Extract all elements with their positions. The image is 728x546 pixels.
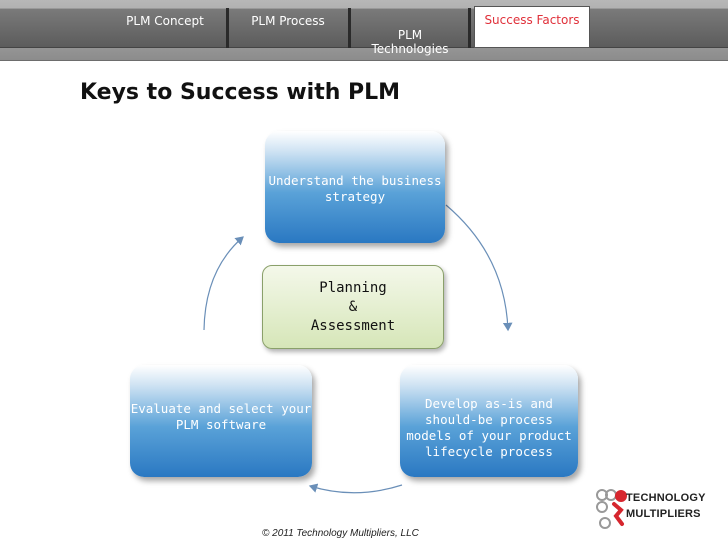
step-label: Understand the business strategy	[268, 173, 442, 204]
logo-line-1: TECHNOLOGY	[626, 492, 706, 504]
tab-label: PLM Technologies	[371, 28, 449, 56]
logo-line-2: MULTIPLIERS	[626, 508, 701, 520]
top-nav-bar: PLM Concept PLM Process PLM Technologies…	[0, 0, 728, 61]
tab-label: PLM Process	[251, 14, 325, 28]
step-evaluate-software: Evaluate and select your PLM software	[130, 365, 312, 477]
tab-success-factors[interactable]: Success Factors	[474, 6, 590, 48]
copyright-footer: © 2011 Technology Multipliers, LLC	[262, 528, 419, 539]
arrow-right	[445, 204, 513, 332]
tab-label: Success Factors	[484, 13, 580, 27]
arrow-left	[203, 236, 244, 331]
tab-label: PLM Concept	[126, 14, 204, 28]
center-label: Planning & Assessment	[310, 279, 396, 334]
step-label: Evaluate and select your PLM software	[130, 401, 312, 432]
tab-divider	[226, 8, 229, 48]
nav-track	[0, 8, 728, 48]
company-logo: TECHNOLOGY MULTIPLIERS	[594, 486, 724, 536]
center-planning-assessment: Planning & Assessment	[262, 265, 444, 349]
tab-plm-technologies[interactable]: PLM Technologies	[354, 8, 466, 56]
step-develop-process-models: Develop as-is and should-be process mode…	[400, 365, 578, 477]
tab-plm-process[interactable]: PLM Process	[232, 8, 344, 46]
tab-plm-concept[interactable]: PLM Concept	[110, 8, 220, 46]
arrow-bottom	[308, 483, 403, 494]
step-understand-strategy: Understand the business strategy	[265, 131, 445, 243]
page-title: Keys to Success with PLM	[80, 80, 401, 105]
tab-divider	[468, 8, 471, 48]
tab-divider	[348, 8, 351, 48]
step-label: Develop as-is and should-be process mode…	[406, 396, 572, 459]
logo-mark-icon	[596, 489, 627, 529]
